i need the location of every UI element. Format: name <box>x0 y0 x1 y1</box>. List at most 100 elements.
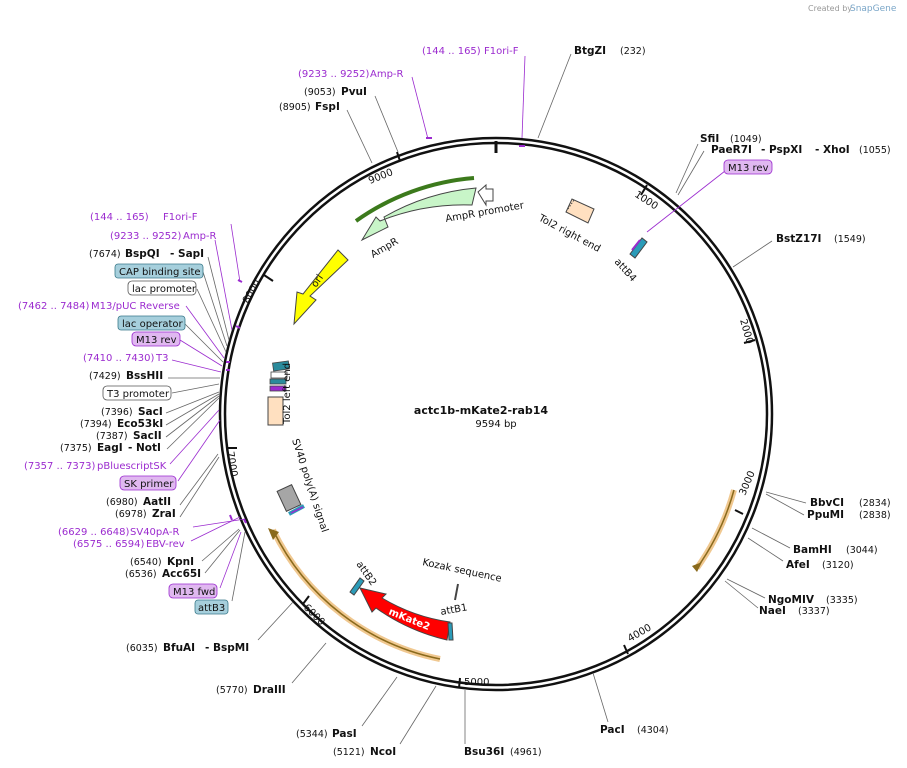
primer-l4440-range: (9233 .. 9252) <box>110 231 182 242</box>
box-t3-promoter-label: T3 promoter <box>106 389 170 400</box>
site-bsshii: BssHII <box>126 370 163 382</box>
site-bsu36i-pos: (4961) <box>510 747 542 758</box>
attb2-box <box>349 577 365 596</box>
sv40-polya-box <box>276 483 302 513</box>
mkate2-arrow <box>359 587 451 641</box>
ampr-orf-highlight <box>354 176 475 223</box>
attb4-label: attB4 <box>612 257 638 285</box>
tick-label-7000: 7000 <box>224 451 239 478</box>
site-xhoi-pos: (1055) <box>859 145 891 156</box>
primer-ebv-rev-range: (6575 .. 6594) <box>73 539 145 550</box>
site-afei: AfeI <box>786 559 810 571</box>
primer-pbluescriptsk-range: (7357 .. 7373) <box>24 461 96 472</box>
ampr-label: AmpR <box>369 236 400 260</box>
created-by-label: Created by <box>808 4 852 13</box>
site-bspqi-pos: (7674) <box>89 249 121 260</box>
primer-f1ori-f-label: F1ori-F <box>484 46 519 57</box>
mkate2-label: mKate2 <box>387 607 431 633</box>
site-bamhi: BamHI <box>793 544 832 556</box>
primer-sv40pa-r-label: SV40pA-R <box>130 527 179 538</box>
tick-label-4000: 4000 <box>626 622 654 644</box>
box-m13-fwd-label: M13 fwd <box>173 587 215 598</box>
attb1-box <box>447 622 454 641</box>
primer-pbr322ori-f-range: (144 .. 165) <box>90 212 149 223</box>
site-xhoi: - XhoI <box>815 144 850 156</box>
site-paer7i: PaeR7I <box>711 144 752 156</box>
site-naei-pos: (3337) <box>798 606 830 617</box>
site-paci: PacI <box>600 724 625 736</box>
site-bstz17i: BstZ17I <box>776 233 821 245</box>
site-sapi: - SapI <box>170 248 204 260</box>
site-fspi-pos: (8905) <box>279 102 311 113</box>
site-ngomiv: NgoMIV <box>768 594 815 606</box>
primer-ebv-rev-label: EBV-rev <box>146 539 185 550</box>
site-btgzi-pos: (232) <box>620 46 646 57</box>
primer-sv40pa-r-range: (6629 .. 6648) <box>58 527 130 538</box>
tol2-left-end-cluster <box>267 360 290 426</box>
site-bspmi: - BspMI <box>205 642 249 654</box>
tick-label-1000: 1000 <box>632 189 659 212</box>
site-pvui-pos: (9053) <box>304 87 336 98</box>
box-sk-primer-label: SK primer <box>124 479 174 490</box>
site-ppumi: PpuMI <box>807 509 844 521</box>
tick-label-8000: 8000 <box>241 278 263 306</box>
site-saci: SacI <box>138 406 163 418</box>
tol2-right-end-box <box>565 198 595 224</box>
primer-l4440-label: Amp-R <box>183 231 217 242</box>
box-lac-promoter-label: lac promoter <box>132 284 197 295</box>
site-btgzi: BtgZI <box>574 45 606 57</box>
site-sfii-pos: (1049) <box>730 134 762 145</box>
box-m13-rev-1 <box>723 159 773 175</box>
site-paci-pos: (4304) <box>637 725 669 736</box>
site-saci-pos: (7396) <box>101 407 133 418</box>
site-acc65i: Acc65I <box>162 568 201 580</box>
box-m13-fwd <box>168 583 218 599</box>
plasmid-size: 9594 bp <box>475 419 516 430</box>
site-aatii-pos: (6980) <box>106 497 138 508</box>
site-sacii: SacII <box>133 430 162 442</box>
site-pvui: PvuI <box>341 86 367 98</box>
site-aatii: AatII <box>143 496 171 508</box>
primer-pbr322ori-f-label: F1ori-F <box>163 212 198 223</box>
site-bfuai-pos: (6035) <box>126 643 158 654</box>
primer-m13puc-reverse-range: (7462 .. 7484) <box>18 301 90 312</box>
tol2-left-end-box <box>267 396 284 426</box>
box-lac-operator-label: lac operator <box>122 319 183 330</box>
box-cap-binding-site-label: CAP binding site <box>119 267 201 278</box>
site-zrai-pos: (6978) <box>115 509 147 520</box>
primer-t3-label: T3 <box>155 353 168 364</box>
primer-amp-r-range: (9233 .. 9252) <box>298 69 370 80</box>
site-fspi: FspI <box>315 101 340 113</box>
tick-label-6000: 6000 <box>301 602 327 628</box>
site-bamhi-pos: (3044) <box>846 545 878 556</box>
primer-pbluescriptsk-label: pBluescriptSK <box>97 461 167 472</box>
tick-label-9000: 9000 <box>367 167 395 187</box>
site-bsu36i: Bsu36I <box>464 746 504 758</box>
site-afei-pos: (3120) <box>822 560 854 571</box>
site-acc65i-pos: (6536) <box>125 569 157 580</box>
box-lac-promoter <box>127 280 197 296</box>
box-sk-primer <box>119 475 177 491</box>
site-noti: - NotI <box>128 442 161 454</box>
site-kpni: KpnI <box>167 556 194 568</box>
kozak-label: Kozak sequence <box>421 557 502 585</box>
site-eco53ki-pos: (7394) <box>80 419 112 430</box>
site-ncoi-pos: (5121) <box>333 747 365 758</box>
snapgene-logo: SnapGene <box>850 4 897 14</box>
ori-arrow <box>293 249 349 326</box>
site-ngomiv-pos: (3335) <box>826 595 858 606</box>
site-eagi-pos: (7375) <box>60 443 92 454</box>
orf-highlight-right <box>694 489 737 570</box>
plasmid-name: actc1b-mKate2-rab14 <box>414 404 549 417</box>
box-cap-binding-site <box>114 263 204 279</box>
site-sacii-pos: (7387) <box>96 431 128 442</box>
tick-label-5000: 5000 <box>464 677 489 688</box>
primer-f1ori-f-range: (144 .. 165) <box>422 46 481 57</box>
primer-m13puc-reverse-label: M13/pUC Reverse <box>91 301 180 312</box>
box-m13-rev-2 <box>131 331 181 347</box>
box-attb3-label: attB3 <box>198 603 225 614</box>
site-kpni-pos: (6540) <box>130 557 162 568</box>
site-bstz17i-pos: (1549) <box>834 234 866 245</box>
site-naei: NaeI <box>759 605 786 617</box>
